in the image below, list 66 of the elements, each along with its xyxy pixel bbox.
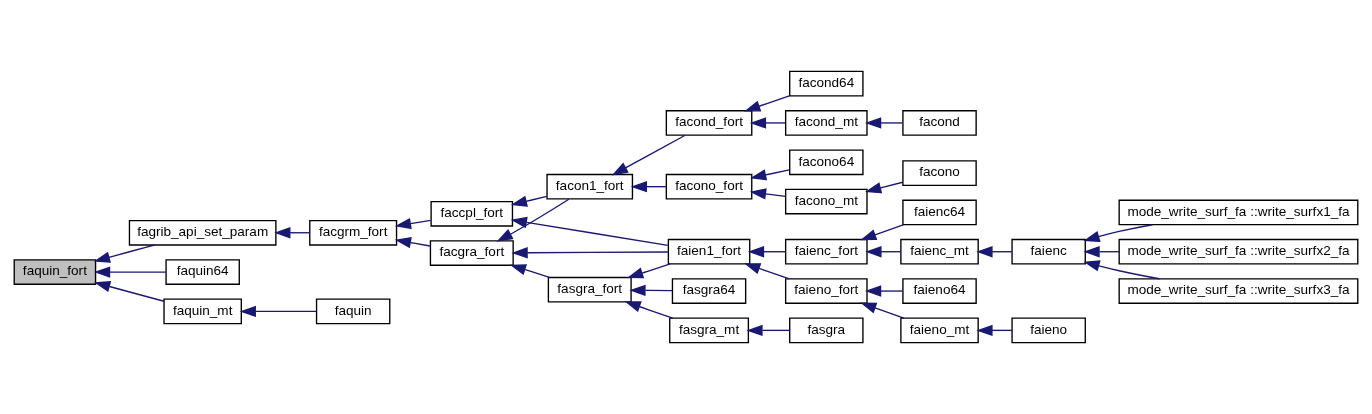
arrow bbox=[629, 284, 673, 297]
arrow bbox=[239, 305, 318, 318]
arrow bbox=[274, 227, 311, 239]
node-box: mode_write_surf_fa ::write_surfx1_fa bbox=[1118, 199, 1359, 226]
arrow bbox=[394, 237, 431, 249]
arrow bbox=[746, 324, 791, 337]
arrow bbox=[510, 195, 548, 207]
node-box: faien1_fort bbox=[667, 238, 751, 265]
arrow bbox=[624, 301, 674, 319]
node-box: facono_fort bbox=[665, 173, 753, 200]
node-box: faquin bbox=[315, 298, 391, 325]
arrow bbox=[394, 217, 432, 230]
node-box: facon1_fort bbox=[546, 173, 634, 200]
node-box: faienc bbox=[1011, 238, 1086, 265]
node-box: facond_fort bbox=[665, 110, 753, 136]
arrow bbox=[630, 180, 667, 193]
node-box: fasgra_mt bbox=[669, 317, 750, 344]
node-box: fasgra bbox=[789, 317, 864, 344]
arrow bbox=[749, 188, 787, 200]
node-box: faienc64 bbox=[902, 199, 977, 226]
arrow bbox=[865, 181, 904, 194]
node-box: faieno_fort bbox=[784, 278, 868, 304]
node-box: facgrm_fort bbox=[309, 219, 398, 246]
arrow bbox=[94, 281, 165, 302]
arrow bbox=[744, 95, 791, 112]
arrow bbox=[864, 285, 904, 297]
arrow bbox=[860, 302, 905, 319]
arrow bbox=[750, 169, 791, 181]
arrow bbox=[864, 117, 904, 129]
node-box: facono bbox=[902, 160, 977, 186]
arrow bbox=[860, 223, 905, 241]
arrow bbox=[509, 264, 551, 278]
node-box: faienc_mt bbox=[900, 238, 979, 265]
node-box: facond_mt bbox=[784, 110, 868, 136]
arrow bbox=[747, 246, 787, 258]
node-box: faieno64 bbox=[902, 278, 977, 304]
node-box: facond64 bbox=[789, 70, 864, 97]
node-box: facond bbox=[902, 110, 977, 136]
arrow bbox=[627, 263, 671, 279]
node-box: facono_mt bbox=[784, 188, 868, 215]
arrow bbox=[510, 216, 669, 246]
node-box: faquin_fort bbox=[13, 259, 97, 285]
arrow bbox=[93, 244, 156, 263]
node-box: faieno bbox=[1011, 317, 1086, 344]
arrow bbox=[976, 246, 1013, 258]
arrow bbox=[496, 198, 570, 242]
arrow bbox=[511, 247, 669, 259]
node-box: fasgra64 bbox=[671, 278, 747, 304]
arrow bbox=[749, 117, 787, 129]
node-box: faieno_mt bbox=[900, 317, 979, 344]
node-box: faquin64 bbox=[165, 259, 240, 285]
node-box: faccpl_fort bbox=[430, 200, 514, 227]
node-box: faienc_fort bbox=[784, 238, 868, 265]
node-box: faquin_mt bbox=[163, 298, 242, 325]
node-box: mode_write_surf_fa ::write_surfx3_fa bbox=[1118, 278, 1359, 304]
node-box: fagrib_api_set_param bbox=[128, 219, 277, 246]
node-box: facono64 bbox=[789, 149, 864, 176]
node-box: mode_write_surf_fa ::write_surfx2_fa bbox=[1118, 238, 1359, 265]
arrow bbox=[744, 263, 791, 280]
node-box: facgra_fort bbox=[429, 240, 514, 266]
arrow bbox=[1083, 246, 1120, 258]
arrow bbox=[865, 246, 902, 258]
node-box: fasgra_fort bbox=[547, 276, 632, 303]
arrow bbox=[93, 266, 167, 278]
arrow bbox=[976, 324, 1013, 337]
arrow bbox=[611, 134, 686, 176]
